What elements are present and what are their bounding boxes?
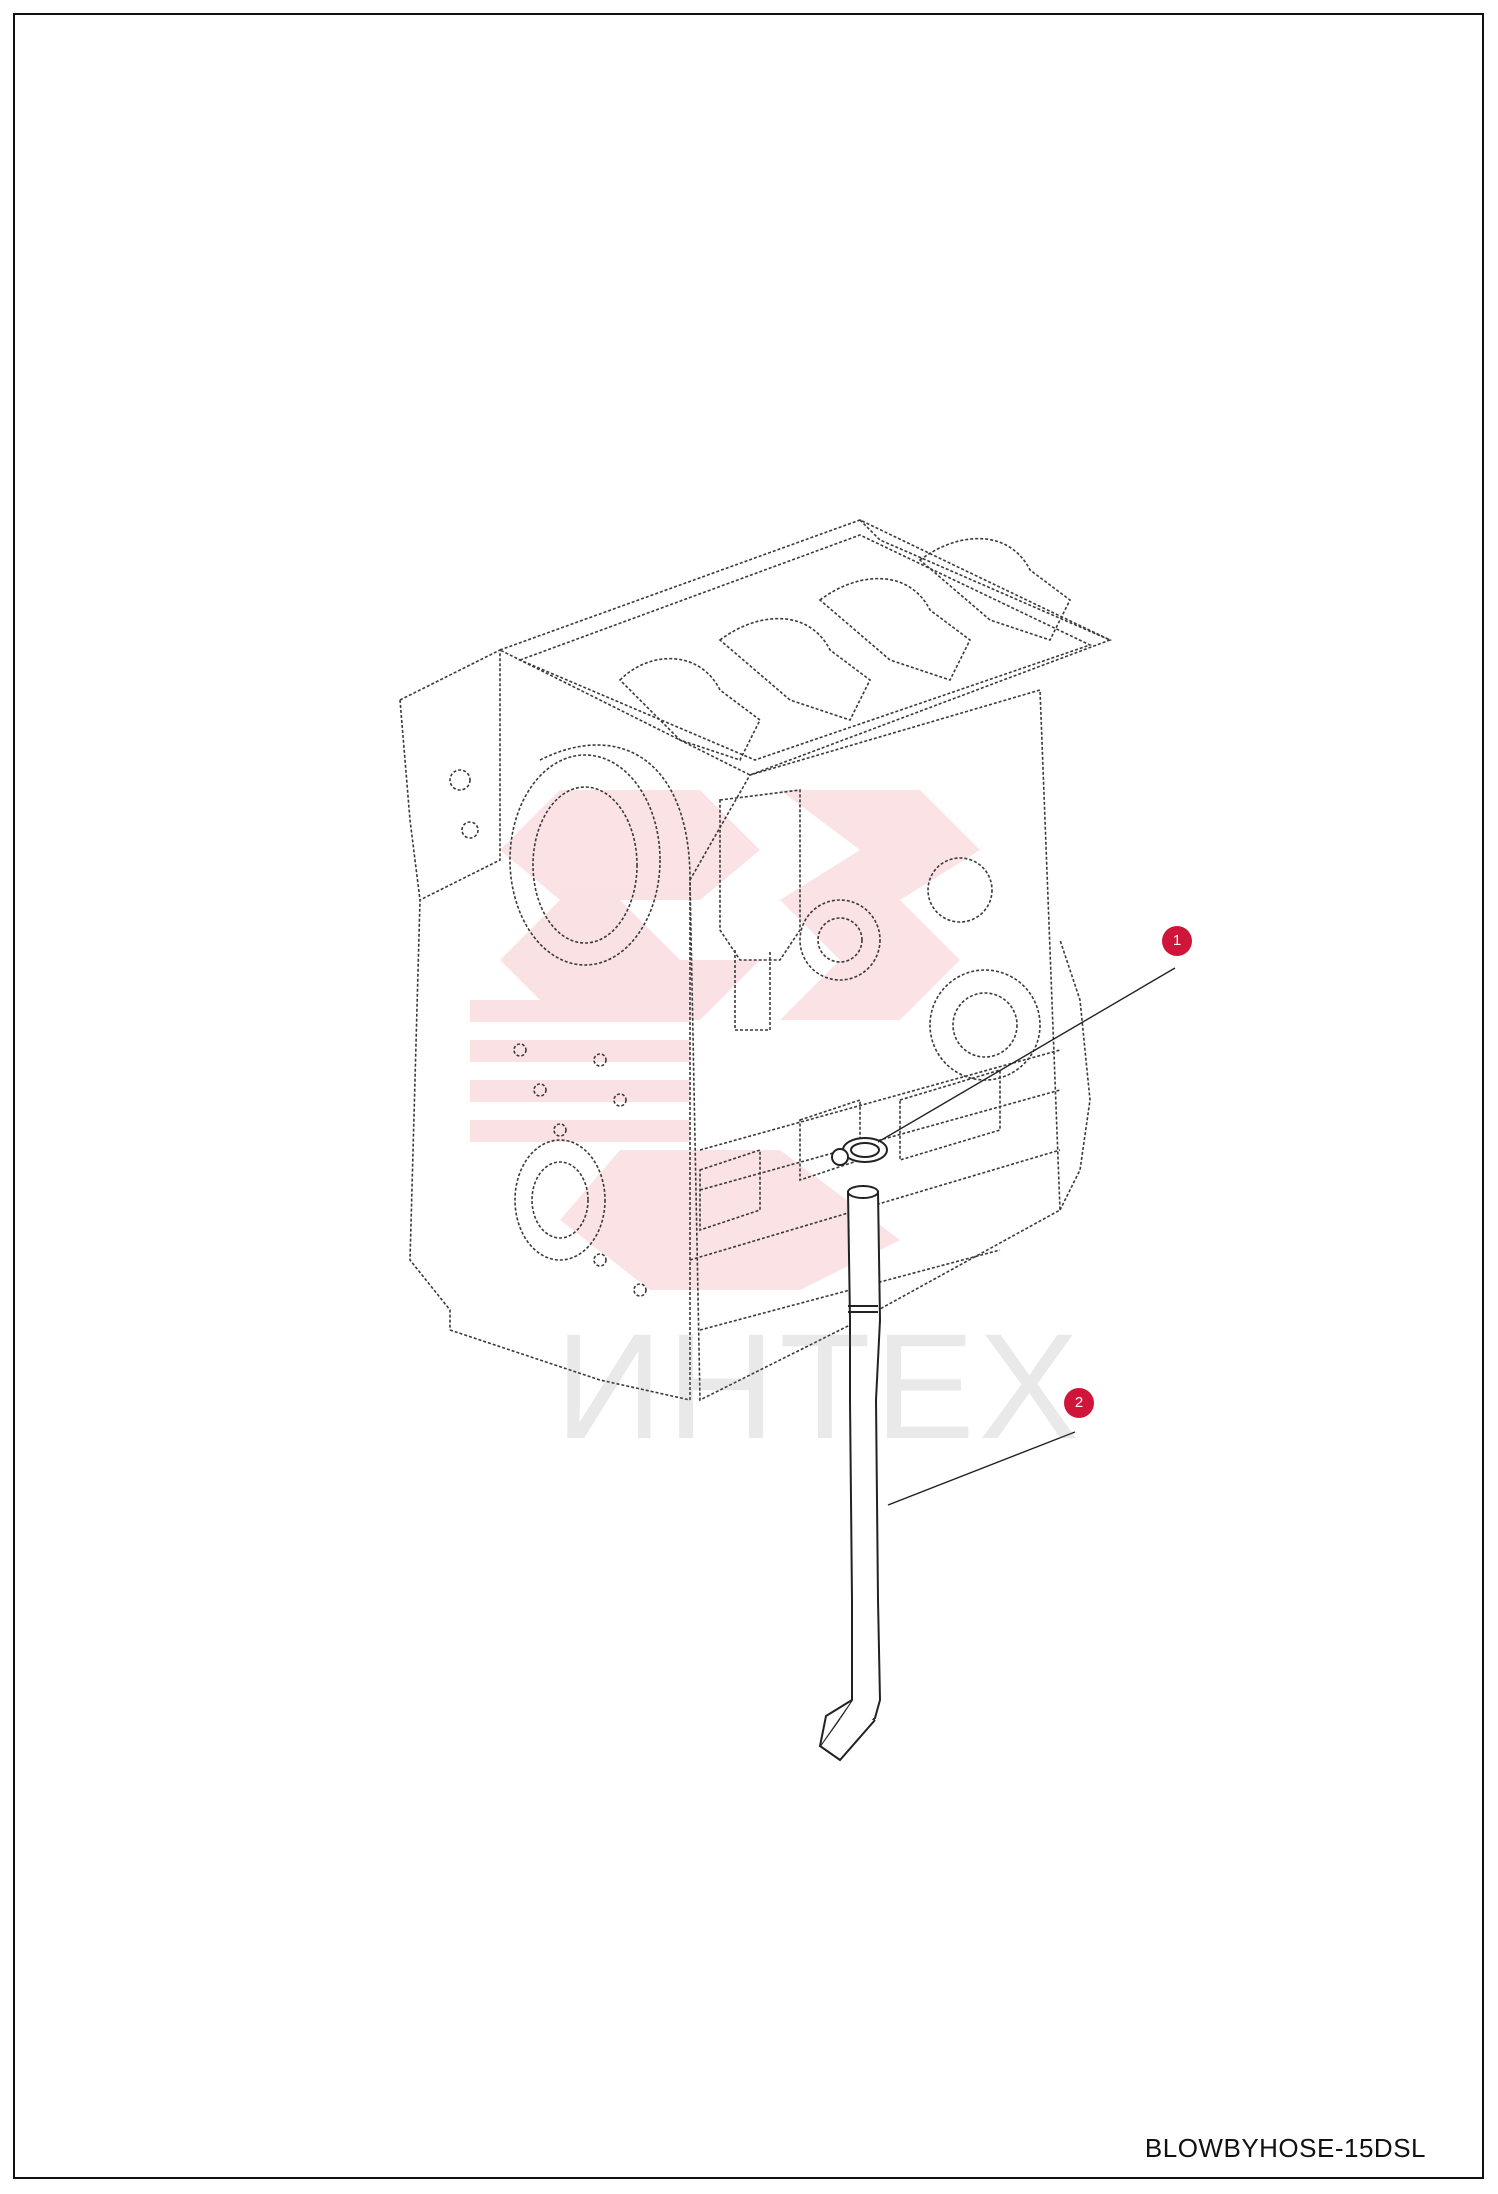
blow-by-hose [818,1185,882,1762]
watermark-text: ИНТЕХ [555,1302,1083,1470]
hose-clamp [831,1137,888,1166]
reference-code: BLOWBYHOSE-15DSL [1144,2133,1426,2163]
callout-2[interactable]: 2 [1064,1388,1094,1418]
drawing-frame [13,13,1484,2179]
leader-lines [877,967,1176,1506]
watermark-logo [470,790,980,1290]
callout-1[interactable]: 1 [1162,926,1192,956]
